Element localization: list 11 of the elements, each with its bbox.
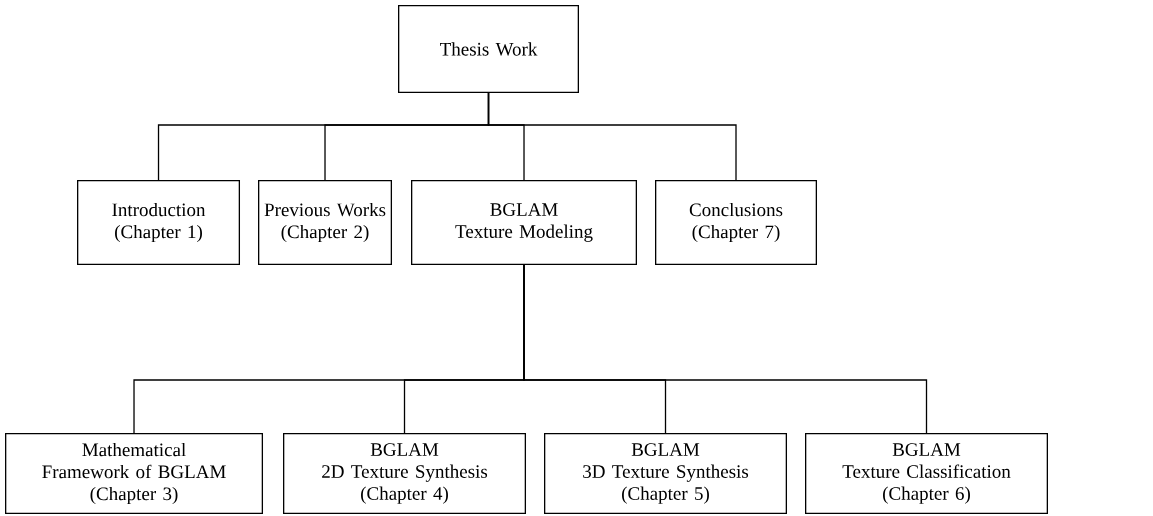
chapter-box: BGLAM 2D Texture Synthesis (Chapter 4) — [283, 433, 526, 514]
connector-line — [523, 264, 928, 434]
chapter-box: BGLAM Texture Modeling — [411, 180, 637, 265]
chapter-box: BGLAM Texture Classification (Chapter 6) — [805, 433, 1048, 514]
chapter-box: Thesis Work — [398, 5, 579, 93]
chapter-box: BGLAM 3D Texture Synthesis (Chapter 5) — [544, 433, 787, 514]
chapter-box: Previous Works (Chapter 2) — [258, 180, 392, 265]
chapter-box: Introduction (Chapter 1) — [77, 180, 240, 265]
chapter-box: Conclusions (Chapter 7) — [655, 180, 817, 265]
connector-line — [487, 92, 737, 181]
chapter-box: Mathematical Framework of BGLAM (Chapter 3) — [5, 433, 263, 514]
